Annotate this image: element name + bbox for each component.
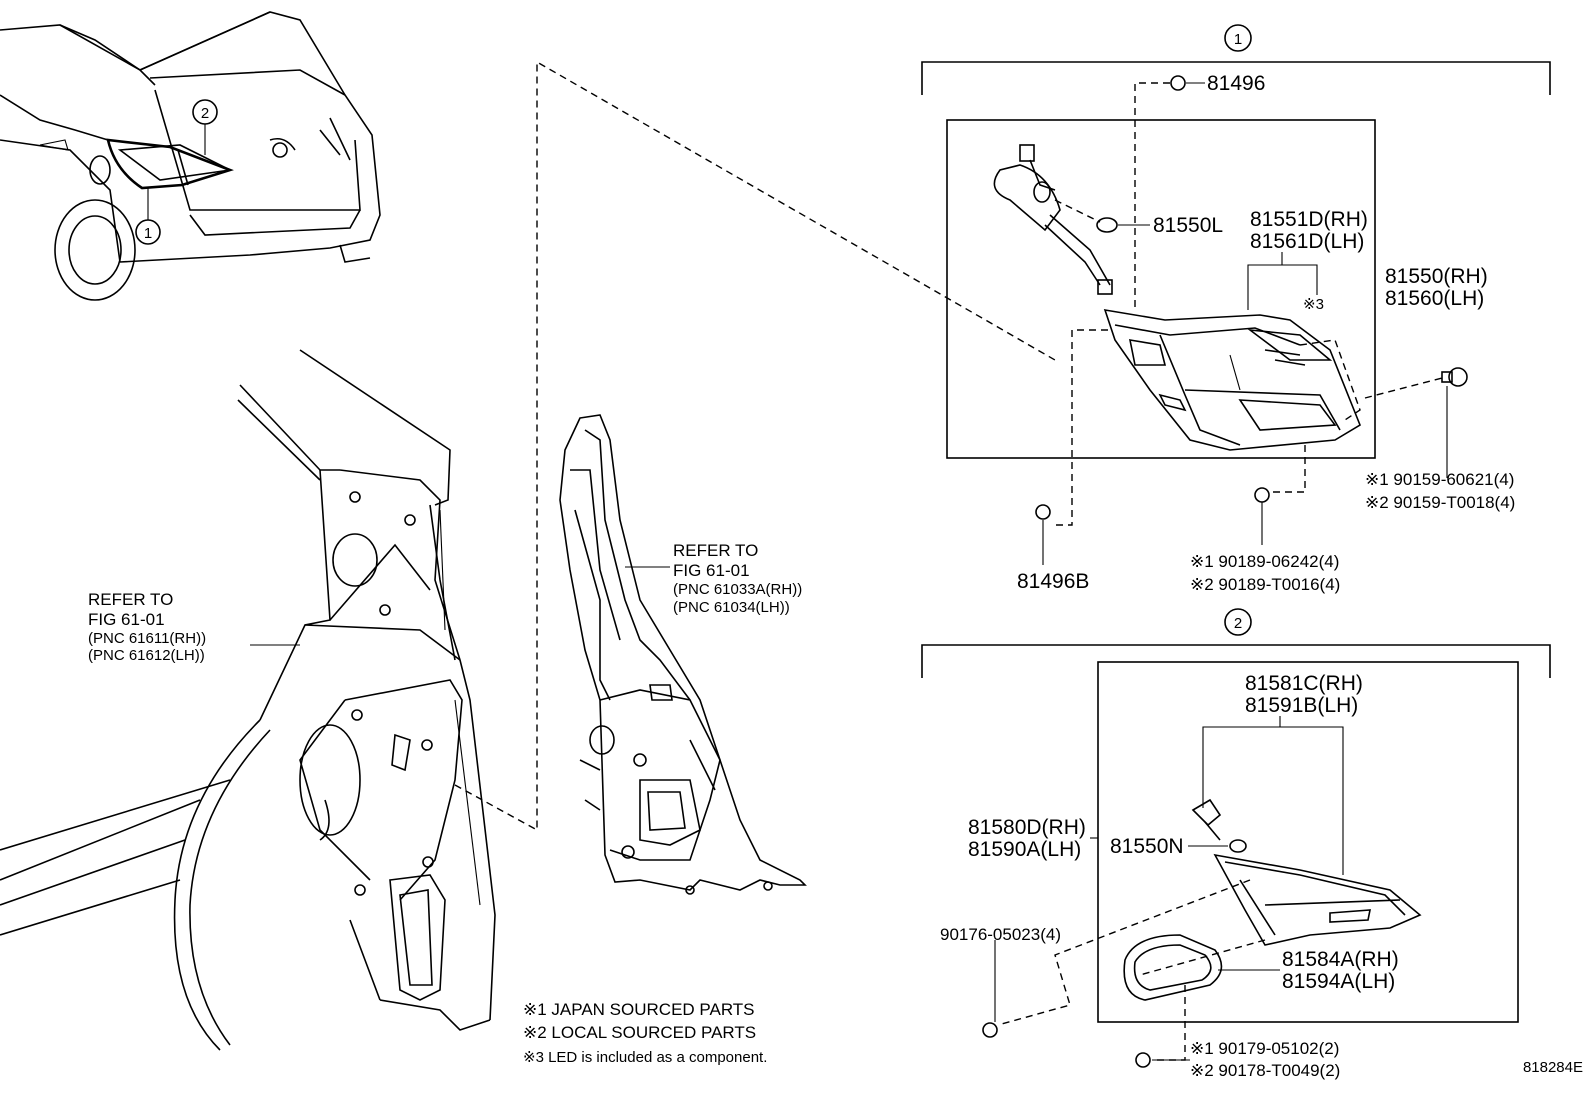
part-90176-05023: 90176-05023(4) (940, 925, 1061, 944)
part-90179-05102: ※1 90179-05102(2) (1190, 1039, 1339, 1058)
part-81580D-RH: 81580D(RH) (968, 816, 1086, 839)
callout-1-car (135, 219, 161, 245)
callout-1 (1224, 24, 1252, 52)
part-81550L: 81550L (1153, 214, 1223, 237)
part-90159-T0018: ※2 90159-T0018(4) (1365, 493, 1515, 512)
refer-note-inner-panel: REFER TO FIG 61-01 (PNC 61033A(RH)) (PNC… (625, 541, 802, 616)
mid-fig-ref: FIG 61-01 (673, 561, 750, 580)
callout-2-label: 2 (1234, 615, 1242, 632)
part-81550-RH: 81550(RH) (1385, 265, 1488, 288)
note-3-marker: ※3 (1303, 296, 1324, 313)
part-90189-06242: ※1 90189-06242(4) (1190, 552, 1339, 571)
inner-quarter-panel-drawing (559, 414, 807, 895)
left-fig-ref: FIG 61-01 (88, 610, 165, 629)
part-81590A-LH: 81590A(LH) (968, 838, 1081, 861)
legend-local-sourced: ※2 LOCAL SOURCED PARTS (523, 1023, 756, 1042)
dashed-connector-main (454, 60, 1056, 832)
callout-1-label: 1 (1234, 31, 1242, 48)
part-81550N: 81550N (1110, 835, 1184, 858)
left-pnc-rh: (PNC 61611(RH)) (88, 630, 206, 647)
left-refer-to: REFER TO (88, 590, 173, 609)
part-81584A-RH: 81584A(RH) (1282, 948, 1399, 971)
callout-2 (1224, 608, 1252, 636)
group-1-rear-combination-lamp: 1 81550L 81496 81551D(RH (921, 24, 1551, 594)
vehicle-rear-view: 1 2 (0, 11, 381, 301)
part-81561D-LH: 81561D(LH) (1250, 230, 1364, 253)
mid-pnc-rh: (PNC 61033A(RH)) (673, 581, 802, 598)
quarter-panel-drawing (0, 349, 496, 1051)
part-81581C-RH: 81581C(RH) (1245, 672, 1363, 695)
legend-japan-sourced: ※1 JAPAN SOURCED PARTS (523, 1000, 755, 1019)
left-pnc-lh: (PNC 61612(LH)) (88, 647, 205, 664)
part-90178-T0049: ※2 90178-T0049(2) (1190, 1061, 1340, 1080)
callout-2-car-label: 2 (201, 105, 209, 122)
part-81594A-LH: 81594A(LH) (1282, 970, 1395, 993)
callout-1-car-label: 1 (144, 225, 152, 242)
callout-2-car (192, 99, 218, 125)
part-90159-60621: ※1 90159-60621(4) (1365, 470, 1514, 489)
refer-note-quarter-panel: REFER TO FIG 61-01 (PNC 61611(RH)) (PNC … (88, 590, 206, 664)
part-81551D-RH: 81551D(RH) (1250, 208, 1368, 231)
legend: ※1 JAPAN SOURCED PARTS ※2 LOCAL SOURCED … (523, 1000, 767, 1066)
part-81496: 81496 (1207, 72, 1265, 95)
group-2-back-door-lamp: 2 81581C(RH) 81591B(LH) 81550N 81580D(RH… (921, 608, 1551, 1080)
mid-refer-to: REFER TO (673, 541, 758, 560)
legend-led-note: ※3 LED is included as a component. (523, 1049, 767, 1066)
diagram-code: 818284E (1523, 1059, 1583, 1076)
part-90189-T0016: ※2 90189-T0016(4) (1190, 575, 1340, 594)
part-81560-LH: 81560(LH) (1385, 287, 1484, 310)
part-81496B: 81496B (1017, 570, 1089, 593)
mid-pnc-lh: (PNC 61034(LH)) (673, 599, 790, 616)
part-81591B-LH: 81591B(LH) (1245, 694, 1358, 717)
